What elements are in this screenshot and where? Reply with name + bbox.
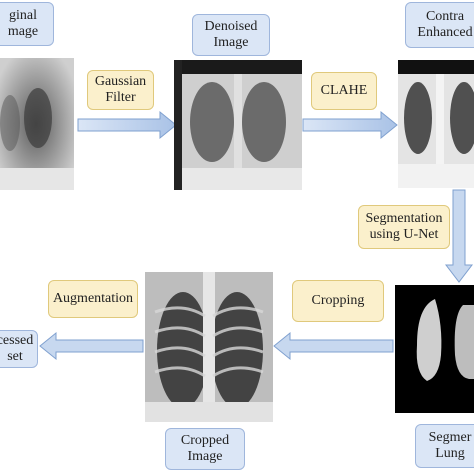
- segmented-lung-mask: [395, 285, 474, 413]
- arrow-augmentation: [39, 331, 144, 361]
- step-segmentation-unet: Segmentation using U-Net: [358, 205, 450, 249]
- xray-denoised: [174, 60, 302, 190]
- label-denoised-image: Denoised Image: [192, 14, 270, 56]
- arrow-clahe: [302, 110, 398, 140]
- step-gaussian-filter: Gaussian Filter: [87, 70, 154, 110]
- xray-original: [0, 58, 74, 190]
- arrow-segmentation: [444, 189, 474, 283]
- arrow-gaussian: [77, 110, 177, 140]
- step-cropping: Cropping: [292, 280, 384, 322]
- xray-contrast-enhanced: [398, 60, 474, 188]
- label-preprocessed-dataset: cessed set: [0, 330, 38, 368]
- xray-cropped: [145, 272, 273, 422]
- label-cropped-image: Cropped Image: [165, 428, 245, 470]
- label-segmented-lung: Segmer Lung: [415, 424, 474, 468]
- label-original-image: ginal mage: [0, 2, 54, 46]
- label-contrast-enhanced: Contra Enhanced: [405, 2, 474, 48]
- arrow-cropping: [273, 331, 394, 361]
- step-augmentation: Augmentation: [48, 280, 138, 318]
- step-clahe: CLAHE: [311, 72, 377, 110]
